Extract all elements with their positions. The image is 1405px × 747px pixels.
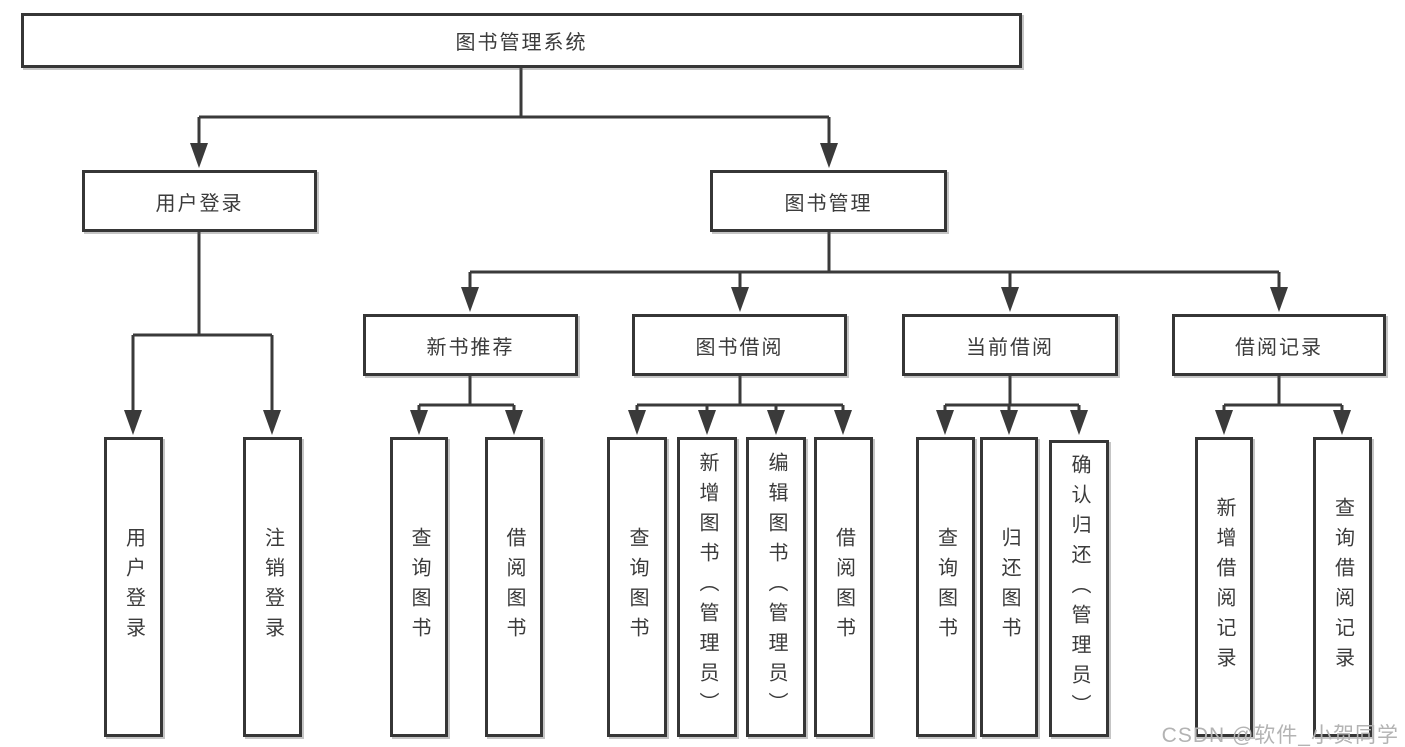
leaf-label: 新增借阅记录 [1213, 497, 1235, 677]
leaf-label: 借阅图书 [832, 527, 855, 647]
leaf-label: 查询借阅记录 [1331, 497, 1354, 677]
arrowhead-down-icon [1001, 287, 1019, 312]
leaf-add-borrow-record: 新增借阅记录 [1195, 437, 1253, 737]
leaf-label: 用户登录 [122, 527, 145, 647]
arrowhead-down-icon [820, 143, 838, 168]
arrowhead-down-icon [936, 410, 954, 435]
leaf-label: 查询图书 [934, 527, 957, 647]
node-book-borrow: 图书借阅 [632, 314, 847, 376]
arrowhead-down-icon [190, 143, 208, 168]
arrowhead-down-icon [461, 287, 479, 312]
leaf-query-books: 查询图书 [916, 437, 975, 737]
leaf-user-login: 用户登录 [104, 437, 163, 737]
arrowhead-down-icon [1215, 410, 1233, 435]
node-user-login: 用户登录 [82, 170, 317, 232]
leaf-label: 编辑图书（管理员） [765, 452, 787, 722]
arrowhead-down-icon [767, 410, 785, 435]
arrowhead-down-icon [628, 410, 646, 435]
arrowhead-down-icon [731, 287, 749, 312]
leaf-confirm-return-admin: 确认归还（管理员） [1049, 440, 1109, 737]
node-label: 图书管理 [784, 192, 873, 215]
node-library-management-system: 图书管理系统 [21, 13, 1022, 68]
leaf-query-books: 查询图书 [607, 437, 667, 737]
arrowhead-down-icon [698, 410, 716, 435]
node-label: 借阅记录 [1235, 336, 1323, 359]
arrowhead-down-icon [1270, 287, 1288, 312]
arrowhead-down-icon [263, 410, 281, 435]
arrowhead-down-icon [1000, 410, 1018, 435]
leaf-query-books: 查询图书 [390, 437, 448, 737]
leaf-return-books: 归还图书 [980, 437, 1038, 737]
node-new-book-recommend: 新书推荐 [363, 314, 578, 376]
arrowhead-down-icon [124, 410, 142, 435]
node-label: 当前借阅 [966, 336, 1054, 359]
leaf-label: 归还图书 [998, 527, 1020, 647]
leaf-query-borrow-record: 查询借阅记录 [1313, 437, 1372, 737]
csdn-watermark: CSDN @软件_小贺同学 [1161, 724, 1399, 747]
leaf-borrow-books: 借阅图书 [485, 437, 543, 737]
node-label: 新书推荐 [426, 336, 515, 359]
node-borrow-records: 借阅记录 [1172, 314, 1386, 376]
arrowhead-down-icon [834, 410, 852, 435]
node-label: 图书管理系统 [455, 32, 588, 54]
arrowhead-down-icon [1070, 410, 1088, 435]
leaf-borrow-books: 借阅图书 [814, 437, 873, 737]
leaf-label: 查询图书 [408, 527, 430, 647]
arrowhead-down-icon [1333, 410, 1351, 435]
arrowhead-down-icon [410, 410, 428, 435]
leaf-label: 确认归还（管理员） [1068, 453, 1090, 724]
arrowhead-down-icon [505, 410, 523, 435]
node-book-management: 图书管理 [710, 170, 947, 232]
arrowhead-group [124, 143, 1351, 435]
leaf-label: 注销登录 [261, 527, 284, 647]
leaf-label: 查询图书 [626, 527, 648, 647]
leaf-logout: 注销登录 [243, 437, 302, 737]
node-current-borrow: 当前借阅 [902, 314, 1118, 376]
node-label: 图书借阅 [695, 336, 784, 359]
leaf-label: 新增图书（管理员） [696, 452, 718, 722]
leaf-add-books-admin: 新增图书（管理员） [677, 437, 737, 737]
node-label: 用户登录 [155, 192, 244, 215]
leaf-label: 借阅图书 [503, 527, 525, 647]
leaf-edit-books-admin: 编辑图书（管理员） [746, 437, 806, 737]
